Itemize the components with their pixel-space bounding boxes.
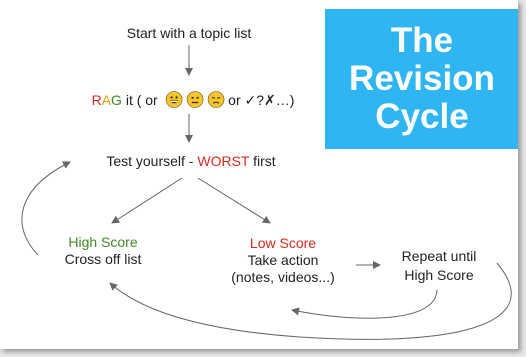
arrow-test-to-high: [111, 177, 183, 224]
rag-text-after: or ✓?✗…): [224, 92, 295, 108]
unamused-face-icon: [207, 91, 225, 108]
title-line-1: The: [390, 21, 454, 60]
test-highlight: WORST: [197, 153, 250, 169]
high-score-title: High Score: [68, 234, 138, 250]
title-line-3: Cycle: [375, 97, 469, 136]
repeat-line-2: High Score: [404, 267, 474, 283]
revision-cycle-card: The Revision Cycle Start with a topic li…: [0, 0, 518, 349]
arrow-repeat-back-to-low: [291, 289, 438, 319]
arrow-repeat-back-to-high: [109, 262, 512, 340]
rag-letter-r: R: [91, 92, 102, 108]
step-repeat: Repeat until High Score: [402, 247, 477, 285]
title-line-2: Revision: [349, 59, 495, 98]
step-test: Test yourself - WORST first: [106, 153, 275, 169]
arrow-test-to-low: [197, 177, 271, 224]
neutral-face-icon: [186, 91, 204, 108]
test-prefix: Test yourself -: [106, 153, 198, 169]
rag-letter-g: G: [111, 92, 122, 108]
grinning-face-icon: [165, 91, 183, 108]
flow-arrows: [21, 45, 512, 340]
title-banner: The Revision Cycle: [325, 9, 518, 149]
low-score-title: Low Score: [249, 235, 317, 251]
low-score-line-2: (notes, videos...): [231, 269, 335, 285]
low-score-line-1: Take action: [247, 252, 319, 268]
test-suffix: first: [249, 153, 276, 169]
high-score-text: Cross off list: [64, 251, 142, 267]
step-start: Start with a topic list: [126, 25, 252, 41]
repeat-line-1: Repeat until: [401, 248, 477, 264]
rag-letter-a: A: [101, 92, 112, 108]
arrow-high-back-to-test: [21, 161, 71, 256]
step-low-score: Low Score Take action (notes, videos...): [231, 235, 335, 286]
step-high-score: High Score Cross off list: [65, 234, 142, 268]
rag-text-before: it ( or: [121, 92, 162, 108]
step-rag: RAG it ( or or ✓?✗…): [91, 91, 295, 109]
